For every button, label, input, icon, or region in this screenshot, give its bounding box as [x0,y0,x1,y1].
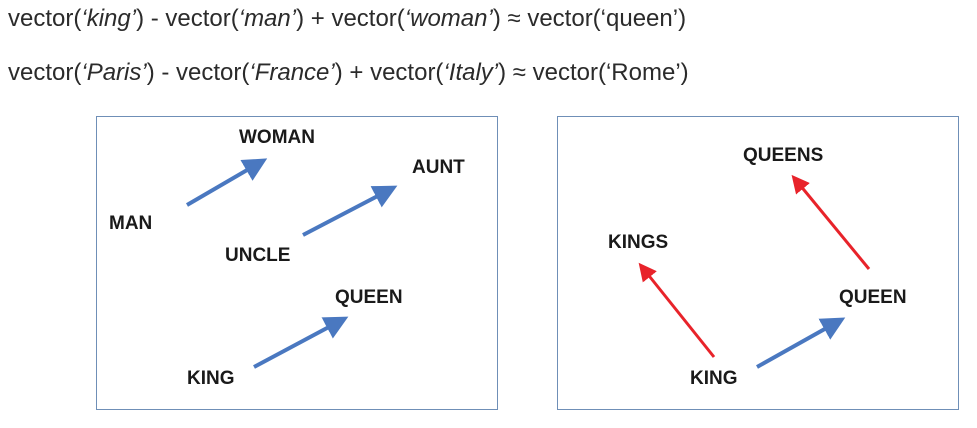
king-to-queen-arrow [253,316,349,369]
label-king-right: KING [690,368,738,389]
eq1-part-4: ) ≈ vector(‘queen’) [492,5,687,32]
eq2-part-4: ) ≈ vector(‘Rome’) [498,59,689,86]
eq1-part-3: ) + vector( [296,5,405,32]
eq1-part-2: ) - vector( [136,5,239,32]
label-aunt: AUNT [412,157,465,178]
gender-relation-panel: WOMAN MAN AUNT UNCLE QUEEN KING [96,116,498,410]
eq2-word-italy: ‘Italy’ [443,59,499,86]
gender-arrows [185,158,398,369]
label-uncle: UNCLE [225,245,291,266]
eq1-word-man: ‘man’ [238,5,297,32]
eq2-part-2: ) - vector( [146,59,250,86]
label-queen-right: QUEEN [839,287,907,308]
man-to-woman-arrow [185,158,268,207]
plural-arrows [638,174,871,369]
king-to-queen-arrow-right [756,317,846,369]
equation-king-queen: vector(‘king’) - vector(‘man’) + vector(… [8,4,686,34]
uncle-to-aunt-arrow [302,185,398,237]
label-kings: KINGS [608,232,669,253]
eq1-part-1: vector( [8,5,82,32]
eq1-word-king: ‘king’ [81,5,137,32]
queen-to-queens-arrow [791,174,871,270]
eq2-word-paris: ‘Paris’ [81,59,147,86]
plural-relation-panel: QUEENS KINGS QUEEN KING [557,116,959,410]
eq2-word-france: ‘France’ [249,59,335,86]
eq2-part-3: ) + vector( [334,59,444,86]
label-queen: QUEEN [335,287,403,308]
equation-paris-rome: vector(‘Paris’) - vector(‘France’) + vec… [8,58,689,88]
eq2-part-1: vector( [8,59,82,86]
label-man: MAN [109,213,153,234]
label-queens: QUEENS [743,145,824,166]
king-to-kings-arrow [638,262,716,358]
label-king: KING [187,368,235,389]
eq1-word-woman: ‘woman’ [404,5,493,32]
label-woman: WOMAN [239,127,315,148]
